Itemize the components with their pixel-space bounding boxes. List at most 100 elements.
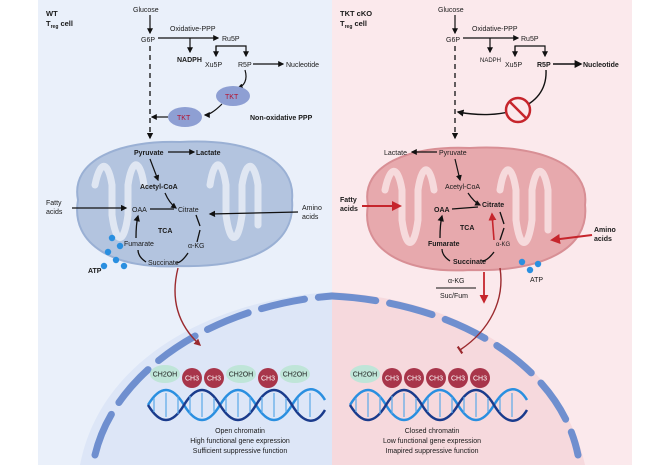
left-amino-acids-1: Amino bbox=[302, 205, 322, 212]
left-histone-ch2oh-0 bbox=[150, 365, 180, 383]
right-histone-ch3-5 bbox=[470, 368, 490, 388]
right-histone-ch3-3 bbox=[426, 368, 446, 388]
right-histone-ch3-1 bbox=[382, 368, 402, 388]
right-caption-2: Low functional gene expression bbox=[383, 438, 481, 445]
right-ratio-top: α-KG bbox=[448, 278, 465, 285]
right-dna-helix-2 bbox=[348, 388, 529, 422]
right-acetyl-in bbox=[467, 192, 482, 206]
left-histone-label-4: CH3 bbox=[261, 376, 275, 383]
right-oaa: OAA bbox=[434, 207, 450, 214]
right-pyruvate: Pyruvate bbox=[439, 150, 467, 157]
right-red-akg-citrate bbox=[488, 212, 497, 241]
left-histone-ch2oh-3 bbox=[226, 365, 256, 383]
left-histone-label-3: CH2OH bbox=[229, 372, 254, 379]
right-acetyl-coa: Acetyl-CoA bbox=[445, 184, 480, 191]
left-histone-ch3-4 bbox=[258, 368, 278, 388]
left-xu5p: Xu5P bbox=[205, 62, 222, 69]
nuclear-envelope-left bbox=[91, 292, 336, 459]
left-tkt-oval-1 bbox=[216, 86, 250, 106]
right-glucose: Glucose bbox=[438, 7, 464, 14]
right-caption-1: Closed chromatin bbox=[405, 428, 460, 435]
left-acetyl-in bbox=[164, 192, 177, 209]
left-subtitle: Treg cell bbox=[46, 19, 73, 30]
left-r5p: R5P bbox=[238, 62, 252, 69]
right-arrow-amino bbox=[550, 234, 593, 244]
left-title: WT bbox=[46, 9, 58, 18]
left-tkt-2: TKT bbox=[177, 115, 191, 122]
left-arrow-to-nucleus bbox=[174, 267, 202, 346]
right-cristae bbox=[381, 166, 552, 246]
right-atp-dots bbox=[518, 258, 542, 274]
left-tca: TCA bbox=[158, 228, 172, 235]
left-arrow-tkt-tkt bbox=[203, 103, 223, 118]
left-ru5p: Ru5P bbox=[222, 36, 240, 43]
right-ratio-bottom: Suc/Fum bbox=[440, 293, 468, 300]
left-tca-cycle bbox=[136, 208, 201, 264]
left-nucleotide: Nucleotide bbox=[286, 62, 319, 69]
left-acetyl-coa: Acetyl-CoA bbox=[140, 184, 178, 191]
left-oxidative-ppp: Oxidative-PPP bbox=[170, 26, 216, 33]
right-nucleotide: Nucleotide bbox=[583, 62, 619, 69]
left-caption-3: Sufficient suppressive function bbox=[193, 448, 288, 455]
left-histone-ch3-1 bbox=[182, 368, 202, 388]
left-arrow-amino bbox=[208, 210, 299, 218]
left-fatty-acids-1: Fatty bbox=[46, 200, 62, 207]
right-histone-label-0: CH2OH bbox=[353, 372, 378, 379]
left-caption-2: High functional gene expression bbox=[190, 438, 290, 445]
left-histone-label-5: CH2OH bbox=[283, 372, 308, 379]
left-amino-acids-2: acids bbox=[302, 214, 319, 221]
right-caption-3: Imapired suppressive function bbox=[386, 448, 479, 455]
right-histone-ch3-4 bbox=[448, 368, 468, 388]
right-akg: α-KG bbox=[496, 242, 510, 248]
right-fatty-acids-2: acids bbox=[340, 206, 358, 213]
right-tca: TCA bbox=[460, 225, 474, 232]
left-atp: ATP bbox=[88, 268, 102, 275]
right-nadph: NADPH bbox=[480, 58, 501, 64]
left-citrate: Citrate bbox=[178, 207, 199, 214]
left-lactate: Lactate bbox=[196, 150, 221, 157]
left-atp-dots bbox=[100, 234, 128, 270]
right-histone-label-4: CH3 bbox=[451, 376, 465, 383]
right-inhibit-to-nucleus bbox=[456, 267, 502, 355]
right-xu5p: Xu5P bbox=[505, 62, 522, 69]
left-succinate: Succinate bbox=[148, 260, 179, 267]
right-ru5p: Ru5P bbox=[521, 36, 539, 43]
left-histone-label-2: CH3 bbox=[207, 376, 221, 383]
left-histone-ch3-2 bbox=[204, 368, 224, 388]
left-glucose: Glucose bbox=[133, 7, 159, 14]
right-amino-acids-1: Amino bbox=[594, 227, 616, 234]
right-atp: ATP bbox=[530, 277, 543, 284]
left-tkt-1: TKT bbox=[225, 94, 239, 101]
left-dna-helix-1 bbox=[146, 388, 327, 422]
right-histone-ch3-2 bbox=[404, 368, 424, 388]
right-lactate: Lactate bbox=[384, 150, 407, 157]
right-histone-label-3: CH3 bbox=[429, 376, 443, 383]
right-g6p: G6P bbox=[446, 37, 460, 44]
left-histone-label-0: CH2OH bbox=[153, 372, 178, 379]
right-histone-ch2oh-0 bbox=[350, 365, 380, 383]
right-fatty-acids-1: Fatty bbox=[340, 197, 357, 204]
left-dna-helix-2 bbox=[146, 388, 327, 422]
right-r5p: R5P bbox=[537, 62, 551, 69]
right-oxidative-ppp: Oxidative-PPP bbox=[472, 26, 518, 33]
right-tca-cycle bbox=[440, 206, 505, 262]
right-histone-label-5: CH3 bbox=[473, 376, 487, 383]
left-g6p: G6P bbox=[141, 37, 155, 44]
right-fumarate: Fumarate bbox=[428, 241, 460, 248]
nuclear-envelope-right bbox=[328, 292, 582, 459]
left-arrow-pyruvate-acetylcoa bbox=[149, 158, 160, 182]
prohibited-icon bbox=[504, 96, 532, 124]
left-akg: α-KG bbox=[188, 243, 205, 250]
left-nadph: NADPH bbox=[177, 57, 202, 64]
left-pyruvate: Pyruvate bbox=[134, 150, 164, 157]
left-non-oxidative-ppp: Non-oxidative PPP bbox=[250, 115, 313, 122]
left-histone-ch2oh-5 bbox=[280, 365, 310, 383]
left-oaa: OAA bbox=[132, 207, 147, 214]
left-cristae bbox=[91, 161, 262, 241]
right-subtitle: Treg cell bbox=[340, 19, 367, 30]
left-fumarate: Fumarate bbox=[124, 241, 154, 248]
right-dna-rungs bbox=[355, 393, 513, 417]
